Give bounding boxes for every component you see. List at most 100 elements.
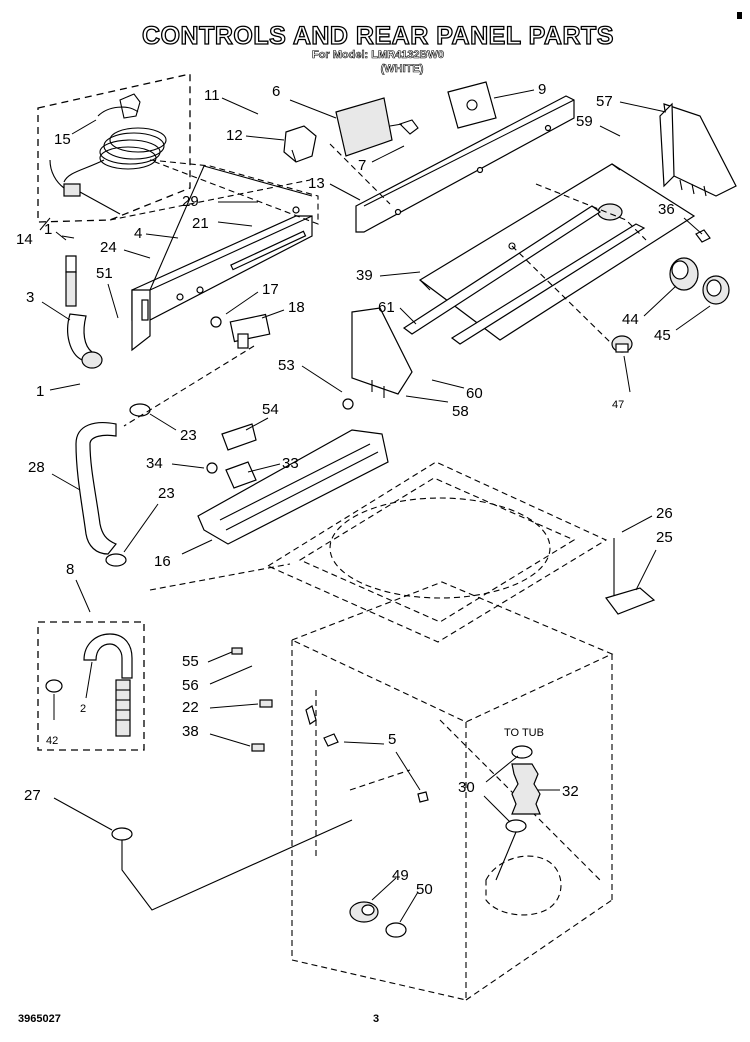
callout-label: 49 <box>392 867 409 884</box>
water-valve <box>210 313 271 349</box>
callout-2: 2 <box>80 661 93 715</box>
callout-label: 51 <box>96 265 113 282</box>
callout-14: 14 <box>16 217 51 248</box>
callout-label: 23 <box>158 485 175 502</box>
callout-label: 23 <box>180 427 197 444</box>
callout-label: 3 <box>26 289 34 306</box>
base-tray <box>197 398 389 545</box>
callout-label: 26 <box>656 505 673 522</box>
callout-label: 60 <box>466 385 483 402</box>
callout-label: 6 <box>272 83 280 100</box>
callout-label: 7 <box>358 157 366 174</box>
rear-panel-rail <box>355 95 575 233</box>
callout-17: 17 <box>225 281 279 315</box>
left-end-cap <box>351 307 413 398</box>
callout-55: 55 <box>182 651 233 670</box>
callout-54: 54 <box>245 401 279 431</box>
drain-hose-kit <box>37 621 145 751</box>
callout-1: 1 <box>44 221 67 241</box>
callout-label: 57 <box>596 93 613 110</box>
callout-label: 1 <box>36 383 44 400</box>
rear-panel <box>402 163 696 345</box>
callout-32: 32 <box>538 783 579 800</box>
callout-label: 50 <box>416 881 433 898</box>
callout-label: 55 <box>182 653 199 670</box>
callout-42: 42 <box>46 694 58 747</box>
callout-label: 29 <box>182 193 199 210</box>
callout-57: 57 <box>596 93 667 113</box>
callout-label: 33 <box>282 455 299 472</box>
callout-label: 28 <box>28 459 45 476</box>
callout-label: 30 <box>458 779 475 796</box>
callout-label: 8 <box>66 561 74 578</box>
callout-26: 26 <box>621 505 673 533</box>
callout-15: 15 <box>54 119 97 148</box>
callout-label: 34 <box>146 455 163 472</box>
bracket-54 <box>221 423 257 489</box>
callout-label: 13 <box>308 175 325 192</box>
callout-24: 24 <box>100 239 151 259</box>
callout-21: 21 <box>192 215 253 232</box>
callout-25: 25 <box>635 529 673 591</box>
callout-8: 8 <box>66 561 91 613</box>
diagram-title: CONTROLS AND REAR PANEL PARTS <box>142 22 614 50</box>
callout-36: 36 <box>658 201 703 235</box>
callout-23: 23 <box>149 413 197 444</box>
small-fittings <box>231 647 429 803</box>
leveling-feet <box>349 901 407 938</box>
callout-label: 1 <box>44 221 52 238</box>
callout-label: 45 <box>654 327 671 344</box>
drain-hose <box>75 403 151 567</box>
callout-58: 58 <box>405 395 469 420</box>
callout-53: 53 <box>278 357 343 393</box>
callout-12: 12 <box>226 127 285 144</box>
callout-29: 29 <box>182 193 258 210</box>
callout-7: 7 <box>358 145 405 174</box>
callout-label: 17 <box>262 281 279 298</box>
callout-label: 39 <box>356 267 373 284</box>
callout-label: 36 <box>658 201 675 218</box>
callout-27: 27 <box>24 787 113 831</box>
callout-59: 59 <box>576 113 621 137</box>
callout-30: 30 <box>458 755 519 823</box>
callout-9: 9 <box>493 81 546 99</box>
model-line: For Model: LMR4132BW0 <box>312 49 444 61</box>
callout-label: 12 <box>226 127 243 144</box>
callout-39: 39 <box>356 267 421 284</box>
callout-5: 5 <box>343 731 421 791</box>
callout-3: 3 <box>26 289 71 321</box>
fill-hose <box>61 235 103 369</box>
callout-label: 2 <box>80 703 86 715</box>
doc-number: 3965027 <box>18 1013 61 1025</box>
color-line: (WHITE) <box>381 63 424 75</box>
corner-mark <box>737 12 742 19</box>
callout-label: 54 <box>262 401 279 418</box>
knobs <box>669 229 730 305</box>
callout-23b: 23 <box>123 485 175 553</box>
callout-22: 22 <box>182 699 259 716</box>
callout-label: 22 <box>182 699 199 716</box>
callout-label: 58 <box>452 403 469 420</box>
callout-label: 14 <box>16 231 33 248</box>
callout-13: 13 <box>308 175 361 201</box>
callout-49: 49 <box>371 867 409 901</box>
callout-label: 38 <box>182 723 199 740</box>
callout-label: 44 <box>622 311 639 328</box>
knob-47 <box>611 335 633 353</box>
power-cord-group <box>37 73 191 223</box>
cabinet-outline <box>266 461 614 1001</box>
bracket-25 <box>605 538 656 615</box>
callout-45: 45 <box>654 305 711 344</box>
callout-11: 11 <box>204 87 259 115</box>
callout-label: 18 <box>288 299 305 316</box>
callout-60: 60 <box>431 379 483 402</box>
callout-label: 25 <box>656 529 673 546</box>
callout-label: 4 <box>134 225 142 242</box>
callout-label: 47 <box>612 399 624 411</box>
connector-paths <box>109 143 647 791</box>
callout-label: 5 <box>388 731 396 748</box>
callout-50: 50 <box>399 881 433 923</box>
callout-label: 53 <box>278 357 295 374</box>
page-number: 3 <box>373 1013 379 1025</box>
